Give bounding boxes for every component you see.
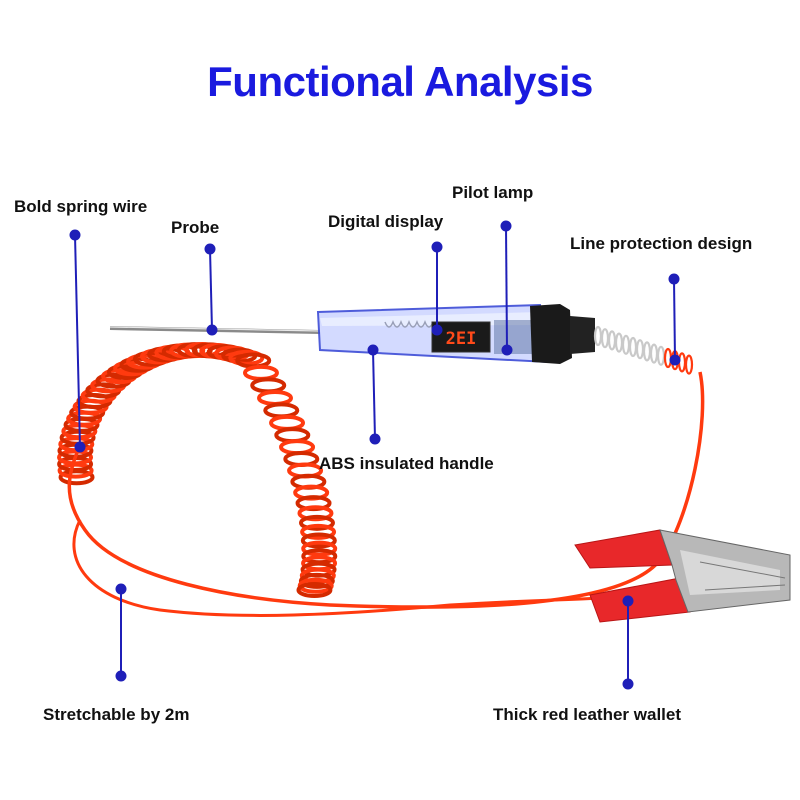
cable-coil-loop [297,505,334,522]
label-thick-red-leather-wallet: Thick red leather wallet [493,705,682,724]
cable-coil-loop [300,532,337,549]
cable-coil-loop [263,402,300,419]
display-readout: 2EI [446,329,477,349]
spring-coil [642,341,652,362]
cable-coil-loop [301,540,338,557]
straight-cable-lower [72,519,601,617]
cable-coil-loop [257,389,294,406]
label-stretchable: Stretchable by 2m [43,705,190,724]
spring-coil [628,336,638,358]
cable-coil-loop [300,523,337,540]
cable-coil-loop [298,514,335,531]
label-probe: Probe [171,218,220,237]
label-line-protection-design: Line protection design [570,234,753,253]
cable-coil-loop [228,349,265,366]
spring-coil [656,345,666,366]
spring-coil [621,334,631,355]
spring-coil [684,354,694,375]
cable-coil-loop [250,377,287,394]
label-abs-insulated-handle: ABS insulated handle [319,454,494,473]
straight-cable [67,371,705,609]
cable-coil-loop [298,572,335,589]
callout-markers [69,220,681,690]
circuit-tester-illustration: 2EI [109,303,694,375]
label-pilot-lamp: Pilot lamp [452,183,534,202]
cable-coil-loop [274,427,311,444]
label-bold-spring-wire: Bold spring wire [14,197,148,216]
alligator-clip-illustration [574,529,791,623]
cable-coil-loop [296,582,333,598]
protection-spring [593,325,694,375]
spring-coil [614,332,624,353]
spring-coil [607,330,617,351]
label-digital-display: Digital display [328,212,444,231]
spring-coil [649,343,659,364]
spring-coil [635,339,645,360]
spring-coil [593,325,603,347]
cable-coil-loop [269,414,306,431]
coiled-cable [57,342,338,598]
page-title: Functional Analysis [207,58,593,105]
cable-coil-loop [242,364,279,381]
spring-coil [600,328,610,349]
